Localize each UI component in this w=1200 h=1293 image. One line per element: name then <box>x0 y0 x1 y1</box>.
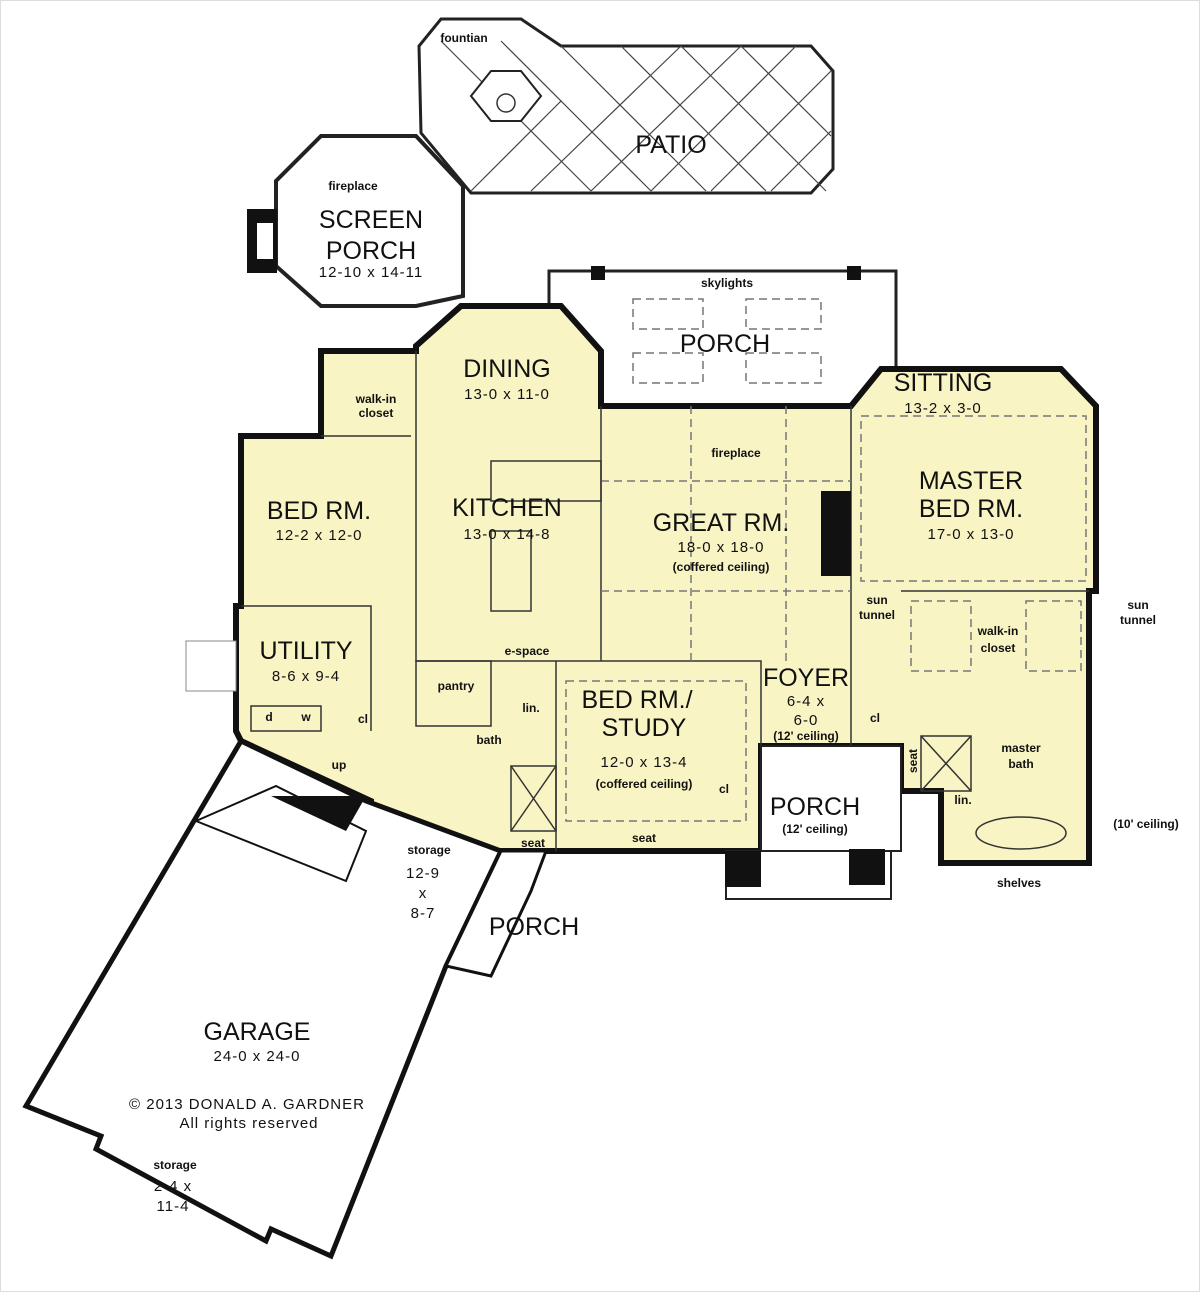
dining-dims: 13-0 x 11-0 <box>464 386 550 403</box>
master-walkin-label-2: closet <box>981 641 1016 655</box>
bath-label: bath <box>476 733 501 747</box>
sun-tunnel-right-label-2: tunnel <box>1120 613 1156 627</box>
great-rm-label: GREAT RM. <box>653 509 790 537</box>
study-note: (coffered ceiling) <box>596 777 693 791</box>
master-dims: 17-0 x 13-0 <box>928 526 1015 543</box>
screen-porch-title-2: PORCH <box>326 237 416 265</box>
front-porch <box>760 745 902 852</box>
master-label-2: BED RM. <box>919 495 1023 523</box>
utility-label: UTILITY <box>259 637 352 665</box>
storage-dims-2: x <box>419 885 428 902</box>
skylights-label: skylights <box>701 276 753 290</box>
stairs-up-label: up <box>332 758 347 772</box>
foyer-note: (12' ceiling) <box>773 729 839 743</box>
study-label: BED RM./ <box>581 686 692 714</box>
front-porch-label: PORCH <box>770 793 860 821</box>
great-room-fireplace-icon <box>821 491 851 576</box>
master-seat-label: seat <box>906 749 920 773</box>
kitchen-label: KITCHEN <box>452 494 562 522</box>
garage-label: GARAGE <box>204 1018 311 1046</box>
bed-rm-label: BED RM. <box>267 497 371 525</box>
copyright: © 2013 DONALD A. GARDNER <box>129 1096 365 1113</box>
storage-dims: 12-9 <box>406 865 440 882</box>
storage-dims-3: 8-7 <box>411 905 436 922</box>
foyer-label: FOYER <box>763 664 849 692</box>
patio-tiles <box>440 40 832 192</box>
front-porch-note: (12' ceiling) <box>782 822 848 836</box>
foyer-closet-label: cl <box>870 711 880 725</box>
room-labels: DINING 13-0 x 11-0 walk-in closet BED RM… <box>129 355 1179 1215</box>
rear-porch-label: PORCH <box>680 330 770 358</box>
seat-label: seat <box>521 836 545 850</box>
utility-dims: 8-6 x 9-4 <box>272 668 340 685</box>
great-rm-fireplace-label: fireplace <box>711 446 761 460</box>
great-rm-note: (coffered ceiling) <box>673 560 770 574</box>
fountain <box>469 70 543 122</box>
pantry <box>415 660 492 727</box>
garage-storage-label: storage <box>153 1158 197 1172</box>
garage-storage-dims: 2-4 x <box>154 1178 192 1195</box>
side-porch <box>443 849 549 978</box>
dining-label: DINING <box>463 355 551 383</box>
utility-closet-label: cl <box>358 712 368 726</box>
storage-label: storage <box>407 843 451 857</box>
walkin-label: walk-in <box>355 392 397 406</box>
espace-label: e-space <box>505 644 550 658</box>
fountain-label: fountian <box>440 31 487 45</box>
shelves-label: shelves <box>997 876 1041 890</box>
dryer-label: d <box>265 710 272 724</box>
study-seat-label: seat <box>632 831 656 845</box>
garage-storage-dims-2: 11-4 <box>157 1198 190 1215</box>
study-label-2: STUDY <box>602 714 687 742</box>
bed-rm-dims: 12-2 x 12-0 <box>276 527 363 544</box>
rear-porch <box>547 269 898 408</box>
foyer-dims-2: 6-0 <box>794 712 819 729</box>
master-label: MASTER <box>919 467 1023 495</box>
pantry-label: pantry <box>438 679 475 693</box>
sun-tunnel-label: sun <box>866 593 887 607</box>
washer-label: w <box>300 710 311 724</box>
sun-tunnel-label-2: tunnel <box>859 608 895 622</box>
screen-porch-title: SCREEN <box>319 206 423 234</box>
great-rm-dims: 18-0 x 18-0 <box>678 539 765 556</box>
master-bath-ceiling: (10' ceiling) <box>1113 817 1179 831</box>
screen-porch-dims: 12-10 x 14-11 <box>319 264 423 281</box>
kitchen-dims: 13-0 x 14-8 <box>464 526 551 543</box>
patio-label: PATIO <box>635 131 706 159</box>
sun-tunnel-right-label: sun <box>1127 598 1148 612</box>
master-bath-label: master <box>1001 741 1041 755</box>
copyright-2: All rights reserved <box>179 1115 318 1132</box>
master-bath-label-2: bath <box>1008 757 1033 771</box>
master-walkin-label: walk-in <box>977 624 1019 638</box>
fireplace-label: fireplace <box>328 179 378 193</box>
sitting-label: SITTING <box>894 369 993 397</box>
linen-label: lin. <box>522 701 539 715</box>
master-linen-label: lin. <box>954 793 971 807</box>
foyer-dims: 6-4 x <box>787 693 825 710</box>
study-dims: 12-0 x 13-4 <box>601 754 688 771</box>
sitting-dims: 13-2 x 3-0 <box>904 400 982 417</box>
garage <box>22 737 505 1260</box>
study-closet-label: cl <box>719 782 729 796</box>
side-porch-label: PORCH <box>489 913 579 941</box>
walkin-label-2: closet <box>359 406 394 420</box>
garage-dims: 24-0 x 24-0 <box>214 1048 301 1065</box>
